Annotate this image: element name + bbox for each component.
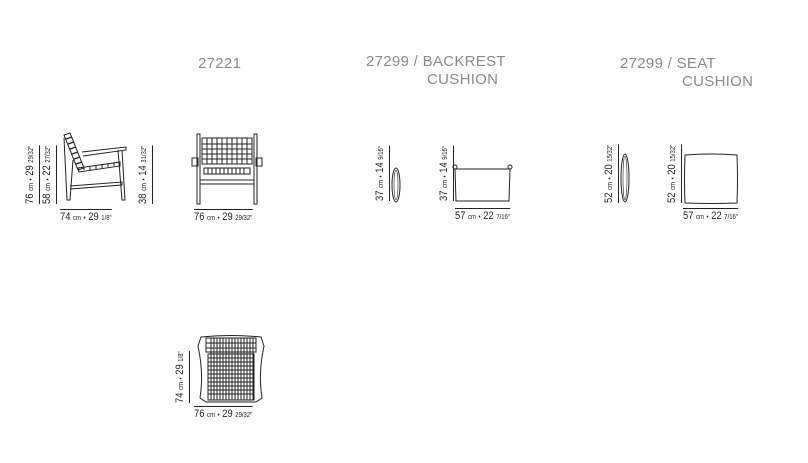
dim-armchair-depth: 74 cm • 29 1/8" <box>60 209 112 223</box>
title-seat-line1: 27299 / SEAT <box>620 55 716 72</box>
title-backrest-line2: CUSHION <box>427 71 499 88</box>
title-backrest-line1: 27299 / BACKREST <box>366 53 506 70</box>
dim-armchair-total-height: 76 cm • 29 29/32" <box>24 145 40 204</box>
dim-armchair-front-width: 76 cm • 29 29/32" <box>194 209 253 223</box>
dim-seat-front-height: 52 cm • 20 15/32" <box>666 144 682 203</box>
dim-seat-width: 57 cm • 22 7/16" <box>683 208 738 222</box>
title-seat-cushion: 27299 / SEAT CUSHION <box>620 55 753 91</box>
backrest-cushion-front-drawing <box>452 164 513 202</box>
dim-armchair-arm-height: 58 cm • 22 27/32" <box>41 145 57 204</box>
dim-armchair-top-depth: 74 cm • 29 1/8" <box>174 351 190 403</box>
title-backrest-cushion: 27299 / BACKREST CUSHION <box>366 53 506 89</box>
seat-cushion-side-drawing <box>620 153 630 203</box>
dim-seat-side-height: 52 cm • 20 15/32" <box>603 144 619 203</box>
armchair-top-drawing <box>197 335 265 403</box>
dim-armchair-top-width: 76 cm • 29 29/32" <box>194 406 253 420</box>
title-armchair-text: 27221 <box>198 55 242 72</box>
title-seat-line2: CUSHION <box>682 73 754 90</box>
dim-armchair-seat-height: 38 cm • 14 31/32" <box>137 145 153 204</box>
armchair-side-drawing <box>63 132 127 201</box>
dim-backrest-width: 57 cm • 22 7/16" <box>455 208 510 222</box>
seat-cushion-front-drawing <box>684 153 738 204</box>
backrest-cushion-side-drawing <box>391 167 401 203</box>
armchair-front-drawing <box>191 133 263 205</box>
dim-backrest-side-height: 37 cm • 14 9/16" <box>374 146 390 201</box>
title-armchair: 27221 <box>198 55 241 73</box>
